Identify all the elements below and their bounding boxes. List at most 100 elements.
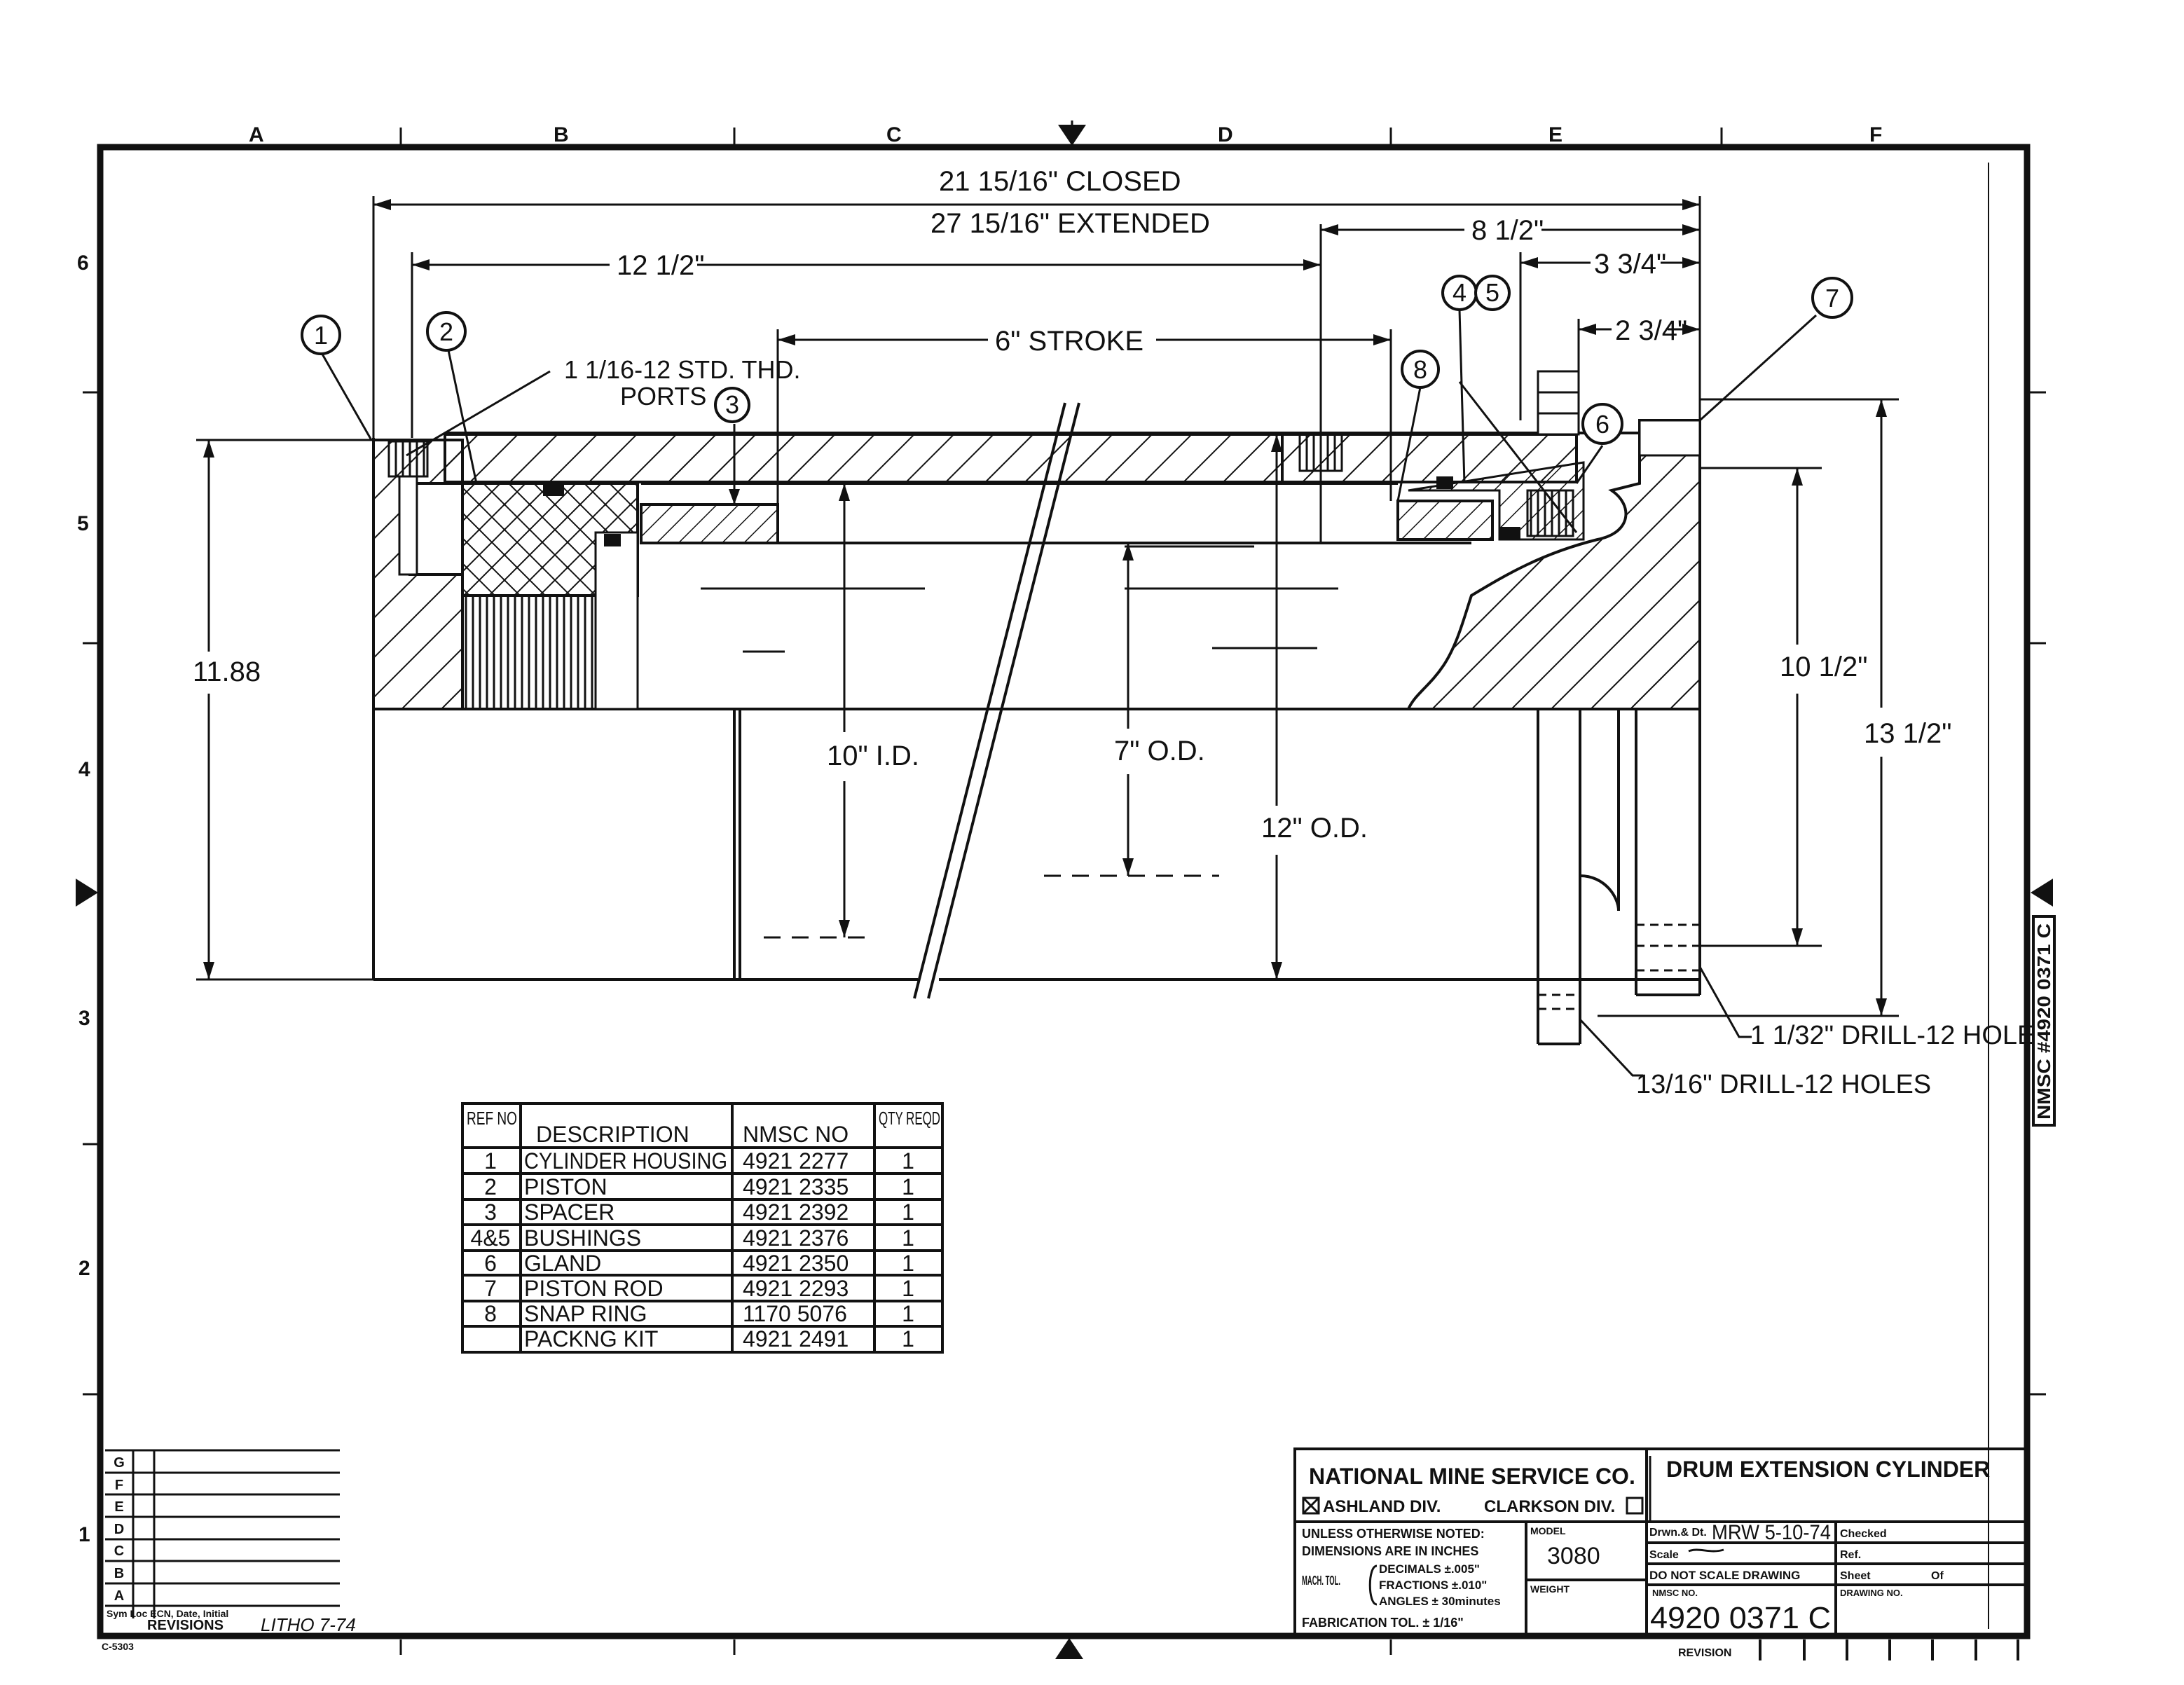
dim-3-3-4: 3 3/4" xyxy=(1594,249,1666,280)
port-note-1: 1 1/16-12 STD. THD. xyxy=(564,355,800,384)
port-note-2: PORTS xyxy=(620,382,706,411)
weight-label: WEIGHT xyxy=(1530,1583,1570,1595)
grid-labels: A B C D E F 6 5 4 3 2 1 xyxy=(77,123,1882,1546)
center-arrow-bottom xyxy=(1055,1638,1083,1659)
col-label-e: E xyxy=(1548,123,1563,146)
model-label: MODEL xyxy=(1530,1525,1566,1536)
nmsc-number: 4920 0371 C xyxy=(1650,1601,1831,1635)
bushing xyxy=(1396,500,1494,541)
ashland-div: ASHLAND DIV. xyxy=(1323,1497,1441,1516)
table-cell: 4921 2376 xyxy=(743,1225,849,1251)
rev-letter: D xyxy=(114,1522,124,1537)
litho-note: LITHO 7-74 xyxy=(261,1614,356,1635)
checked-label: Checked xyxy=(1840,1528,1887,1540)
revisions-block: G F E D C B A Sym Loc ECN, Date, Initial… xyxy=(105,1449,356,1635)
balloon-6: 6 xyxy=(1581,403,1623,445)
table-cell: SPACER xyxy=(524,1199,614,1225)
th-ref-no: REF NO xyxy=(467,1108,517,1129)
parts-table: REF NO DESCRIPTION NMSC NO QTY REQD 1 CY… xyxy=(461,1102,944,1354)
revision-ticks: REVISION xyxy=(1678,1639,2019,1660)
balloon-5: 5 xyxy=(1474,275,1511,311)
svg-text:6: 6 xyxy=(1595,410,1609,439)
dim-13-half: 13 1/2" xyxy=(1864,718,1951,749)
balloon-1: 1 xyxy=(301,315,341,355)
dim-10-half: 10 1/2" xyxy=(1780,652,1867,682)
housing-wall xyxy=(444,433,1284,483)
table-cell: 4921 2277 xyxy=(743,1148,849,1174)
col-label-d: D xyxy=(1218,123,1233,146)
mach-tol: MACH. TOL. xyxy=(1302,1574,1340,1588)
row-label-2: 2 xyxy=(78,1257,90,1280)
table-cell: 1 xyxy=(902,1276,914,1301)
table-cell: 1 xyxy=(902,1251,914,1276)
svg-text:7: 7 xyxy=(1825,284,1839,312)
table-cell: PACKNG KIT xyxy=(524,1326,658,1352)
fab-tol: FABRICATION TOL. ± 1/16" xyxy=(1302,1616,1464,1630)
balloon-2: 2 xyxy=(426,311,467,352)
piston-rod-end xyxy=(1406,419,1701,710)
parts-table-rows: 1 CYLINDER HOUSING 4921 2277 1 2 PISTON … xyxy=(471,1148,914,1352)
table-cell: CYLINDER HOUSING xyxy=(524,1148,727,1174)
dim-8-half: 8 1/2" xyxy=(1471,215,1544,246)
table-cell: SNAP RING xyxy=(524,1301,647,1326)
table-cell: 1 xyxy=(902,1225,914,1251)
table-cell: 4&5 xyxy=(471,1225,511,1251)
company-name: NATIONAL MINE SERVICE CO. xyxy=(1309,1464,1635,1489)
rev-letter: E xyxy=(114,1499,123,1515)
table-cell: 4921 2350 xyxy=(743,1251,849,1276)
nmsc-label: NMSC NO. xyxy=(1652,1588,1698,1598)
table-cell: 7 xyxy=(484,1276,497,1301)
drawing-no-label: DRAWING NO. xyxy=(1840,1588,1903,1598)
tol-decimals: DECIMALS ±.005" xyxy=(1379,1562,1480,1576)
notes-line-2: DIMENSIONS ARE IN INCHES xyxy=(1302,1544,1478,1558)
svg-text:2: 2 xyxy=(439,317,453,346)
of-label: Of xyxy=(1931,1570,1944,1582)
svg-text:1: 1 xyxy=(314,321,328,350)
scale-mark xyxy=(1688,1548,1724,1553)
rev-letter: G xyxy=(114,1455,125,1471)
svg-text:8: 8 xyxy=(1413,355,1427,384)
svg-text:4: 4 xyxy=(1452,278,1467,307)
table-cell: 3 xyxy=(484,1199,497,1225)
table-cell: 1 xyxy=(902,1174,914,1199)
center-arrow-right xyxy=(2031,879,2053,907)
form-number: C-5303 xyxy=(102,1641,134,1652)
clarkson-div: CLARKSON DIV. xyxy=(1484,1497,1615,1516)
row-label-1: 1 xyxy=(78,1523,90,1546)
dimension-text: 21 15/16" CLOSED 27 15/16" EXTENDED 12 1… xyxy=(193,166,2053,1099)
table-cell: 6 xyxy=(484,1251,497,1276)
dim-stroke: 6" STROKE xyxy=(995,326,1143,357)
side-label: NMSC #4920 0371 C xyxy=(2032,915,2056,1127)
rev-letter: A xyxy=(114,1588,124,1604)
th-description: DESCRIPTION xyxy=(536,1122,689,1147)
title-block: NATIONAL MINE SERVICE CO. ASHLAND DIV. C… xyxy=(1293,1447,2028,1637)
row-label-4: 4 xyxy=(78,758,90,781)
tol-fractions: FRACTIONS ±.010" xyxy=(1379,1579,1487,1592)
col-label-a: A xyxy=(249,123,264,146)
drawn-label: Drwn.& Dt. xyxy=(1649,1527,1707,1539)
dimension-lines xyxy=(196,196,1899,1077)
rev-letter: C xyxy=(114,1543,124,1559)
table-cell: 2 xyxy=(484,1174,497,1199)
dim-extended: 27 15/16" EXTENDED xyxy=(930,208,1210,239)
cylinder-section xyxy=(372,370,1701,1045)
model-number: 3080 xyxy=(1547,1543,1600,1569)
table-cell: 8 xyxy=(484,1301,497,1326)
table-cell: 1 xyxy=(902,1148,914,1174)
tol-angles: ANGLES ± 30minutes xyxy=(1379,1595,1501,1608)
balloon-4: 4 xyxy=(1441,275,1478,311)
th-nmsc-no: NMSC NO xyxy=(743,1122,849,1147)
dim-12-half: 12 1/2" xyxy=(617,250,704,281)
balloon-3: 3 xyxy=(714,387,750,423)
table-cell: GLAND xyxy=(524,1251,601,1276)
balloons: 1 2 3 4 5 6 7 8 xyxy=(301,275,1853,445)
table-cell: 1170 5076 xyxy=(743,1301,847,1326)
svg-text:3: 3 xyxy=(725,390,739,419)
th-qty-reqd: QTY REQD xyxy=(879,1108,940,1129)
side-drawing-number: NMSC #4920 0371 C xyxy=(2033,923,2054,1120)
center-arrow-left xyxy=(76,879,98,907)
drawn-by: MRW 5-10-74 xyxy=(1712,1521,1831,1544)
col-label-f: F xyxy=(1869,123,1882,146)
col-label-c: C xyxy=(886,123,902,146)
